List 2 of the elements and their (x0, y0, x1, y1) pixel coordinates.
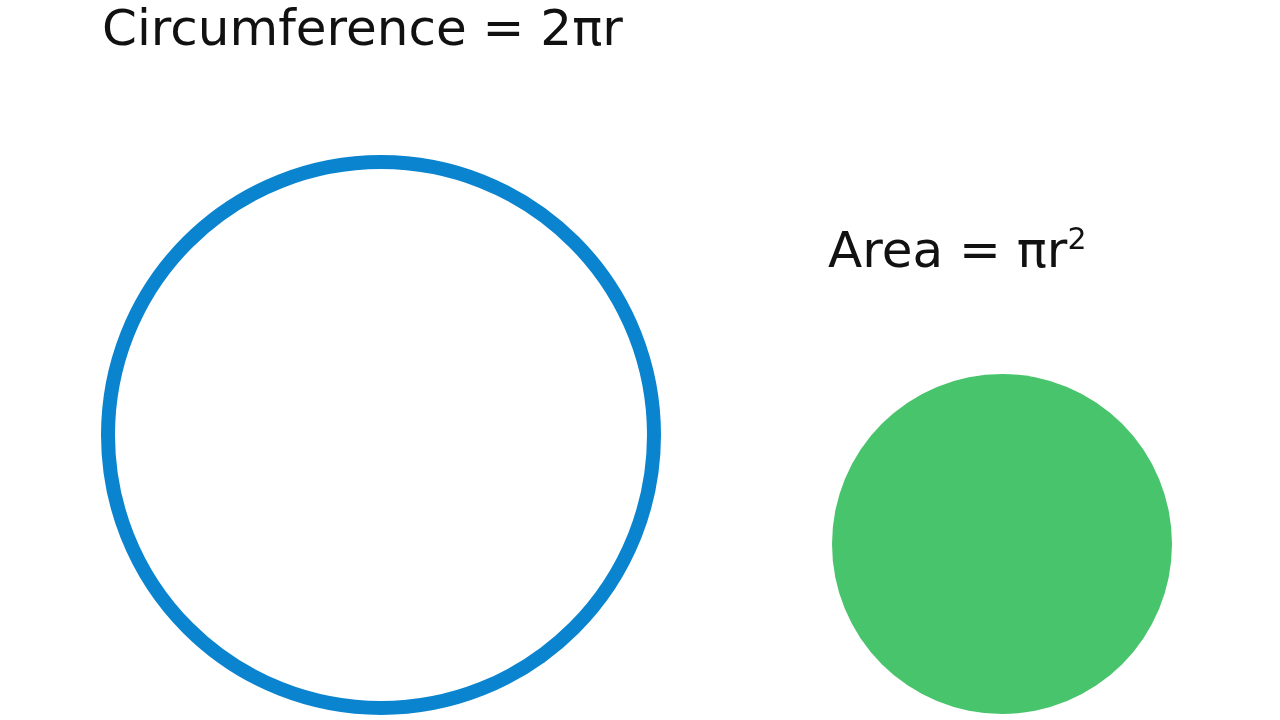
formula-text: Area = πr$^{2}$ (828, 222, 1087, 280)
formula-text: Circumference = 2πr (102, 0, 623, 58)
